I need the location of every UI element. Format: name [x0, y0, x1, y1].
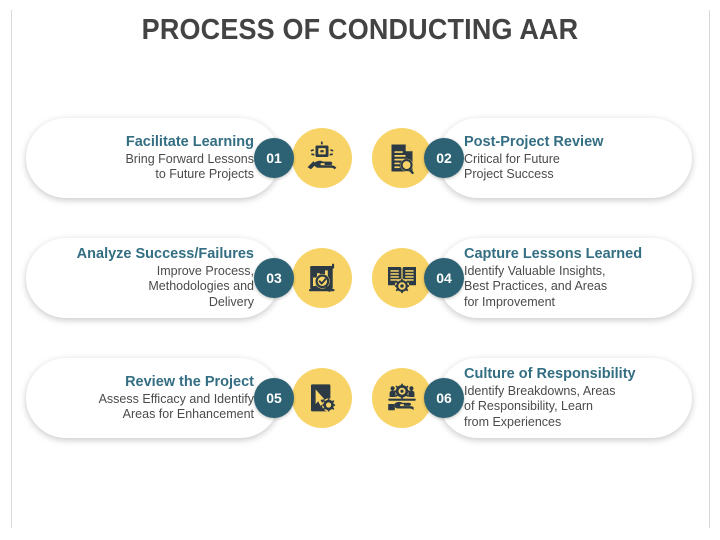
step-description-02: Critical for Future Project Success: [464, 151, 560, 182]
step-title-02: Post-Project Review: [464, 133, 604, 150]
slide-frame-line-right: [709, 10, 710, 528]
step-number-badge-03: 03: [254, 258, 294, 298]
step-icon-circle-03: [292, 248, 352, 308]
step-item-06[interactable]: Culture of Responsibility Identify Break…: [372, 350, 692, 446]
step-row-3: Review the Project Assess Efficacy and I…: [0, 350, 720, 446]
step-icon-circle-01: [292, 128, 352, 188]
step-description-05: Assess Efficacy and Identify Areas for E…: [98, 391, 254, 422]
step-icon-circle-05: [292, 368, 352, 428]
step-card-03[interactable]: Analyze Success/Failures Improve Process…: [26, 238, 280, 318]
step-title-06: Culture of Responsibility: [464, 365, 636, 382]
document-magnifier-icon: [385, 141, 419, 175]
step-title-05: Review the Project: [125, 373, 254, 390]
step-number-badge-05: 05: [254, 378, 294, 418]
step-item-02[interactable]: Post-Project Review Critical for Future …: [372, 110, 692, 206]
step-card-04[interactable]: Capture Lessons Learned Identify Valuabl…: [438, 238, 692, 318]
hand-offering-book-icon: [304, 140, 340, 176]
step-number-badge-02: 02: [424, 138, 464, 178]
step-description-04: Identify Valuable Insights, Best Practic…: [464, 263, 608, 309]
step-number-badge-01: 01: [254, 138, 294, 178]
step-row-2: Analyze Success/Failures Improve Process…: [0, 230, 720, 326]
step-card-06[interactable]: Culture of Responsibility Identify Break…: [438, 358, 692, 438]
hand-gear-people-icon: [385, 381, 419, 415]
step-title-03: Analyze Success/Failures: [76, 245, 254, 262]
clipboard-cursor-gear-icon: [305, 381, 339, 415]
step-card-05[interactable]: Review the Project Assess Efficacy and I…: [26, 358, 280, 438]
slide-frame-line-left: [11, 10, 12, 528]
step-description-06: Identify Breakdowns, Areas of Responsibi…: [464, 383, 616, 429]
step-icon-circle-02: [372, 128, 432, 188]
page-title: PROCESS OF CONDUCTING AAR: [141, 14, 579, 46]
open-book-gear-icon: [385, 261, 419, 295]
step-item-04[interactable]: Capture Lessons Learned Identify Valuabl…: [372, 230, 692, 326]
bar-chart-magnifier-icon: [305, 261, 339, 295]
step-title-04: Capture Lessons Learned: [464, 245, 643, 262]
step-icon-circle-06: [372, 368, 432, 428]
step-description-01: Bring Forward Lessons to Future Projects: [125, 151, 254, 182]
step-item-01[interactable]: Facilitate Learning Bring Forward Lesson…: [26, 110, 352, 206]
step-row-1: Facilitate Learning Bring Forward Lesson…: [0, 110, 720, 206]
step-number-badge-04: 04: [424, 258, 464, 298]
step-title-01: Facilitate Learning: [125, 133, 254, 150]
step-card-01[interactable]: Facilitate Learning Bring Forward Lesson…: [26, 118, 280, 198]
step-item-05[interactable]: Review the Project Assess Efficacy and I…: [26, 350, 352, 446]
step-item-03[interactable]: Analyze Success/Failures Improve Process…: [26, 230, 352, 326]
step-icon-circle-04: [372, 248, 432, 308]
step-description-03: Improve Process, Methodologies and Deliv…: [148, 263, 254, 309]
step-card-02[interactable]: Post-Project Review Critical for Future …: [438, 118, 692, 198]
step-number-badge-06: 06: [424, 378, 464, 418]
